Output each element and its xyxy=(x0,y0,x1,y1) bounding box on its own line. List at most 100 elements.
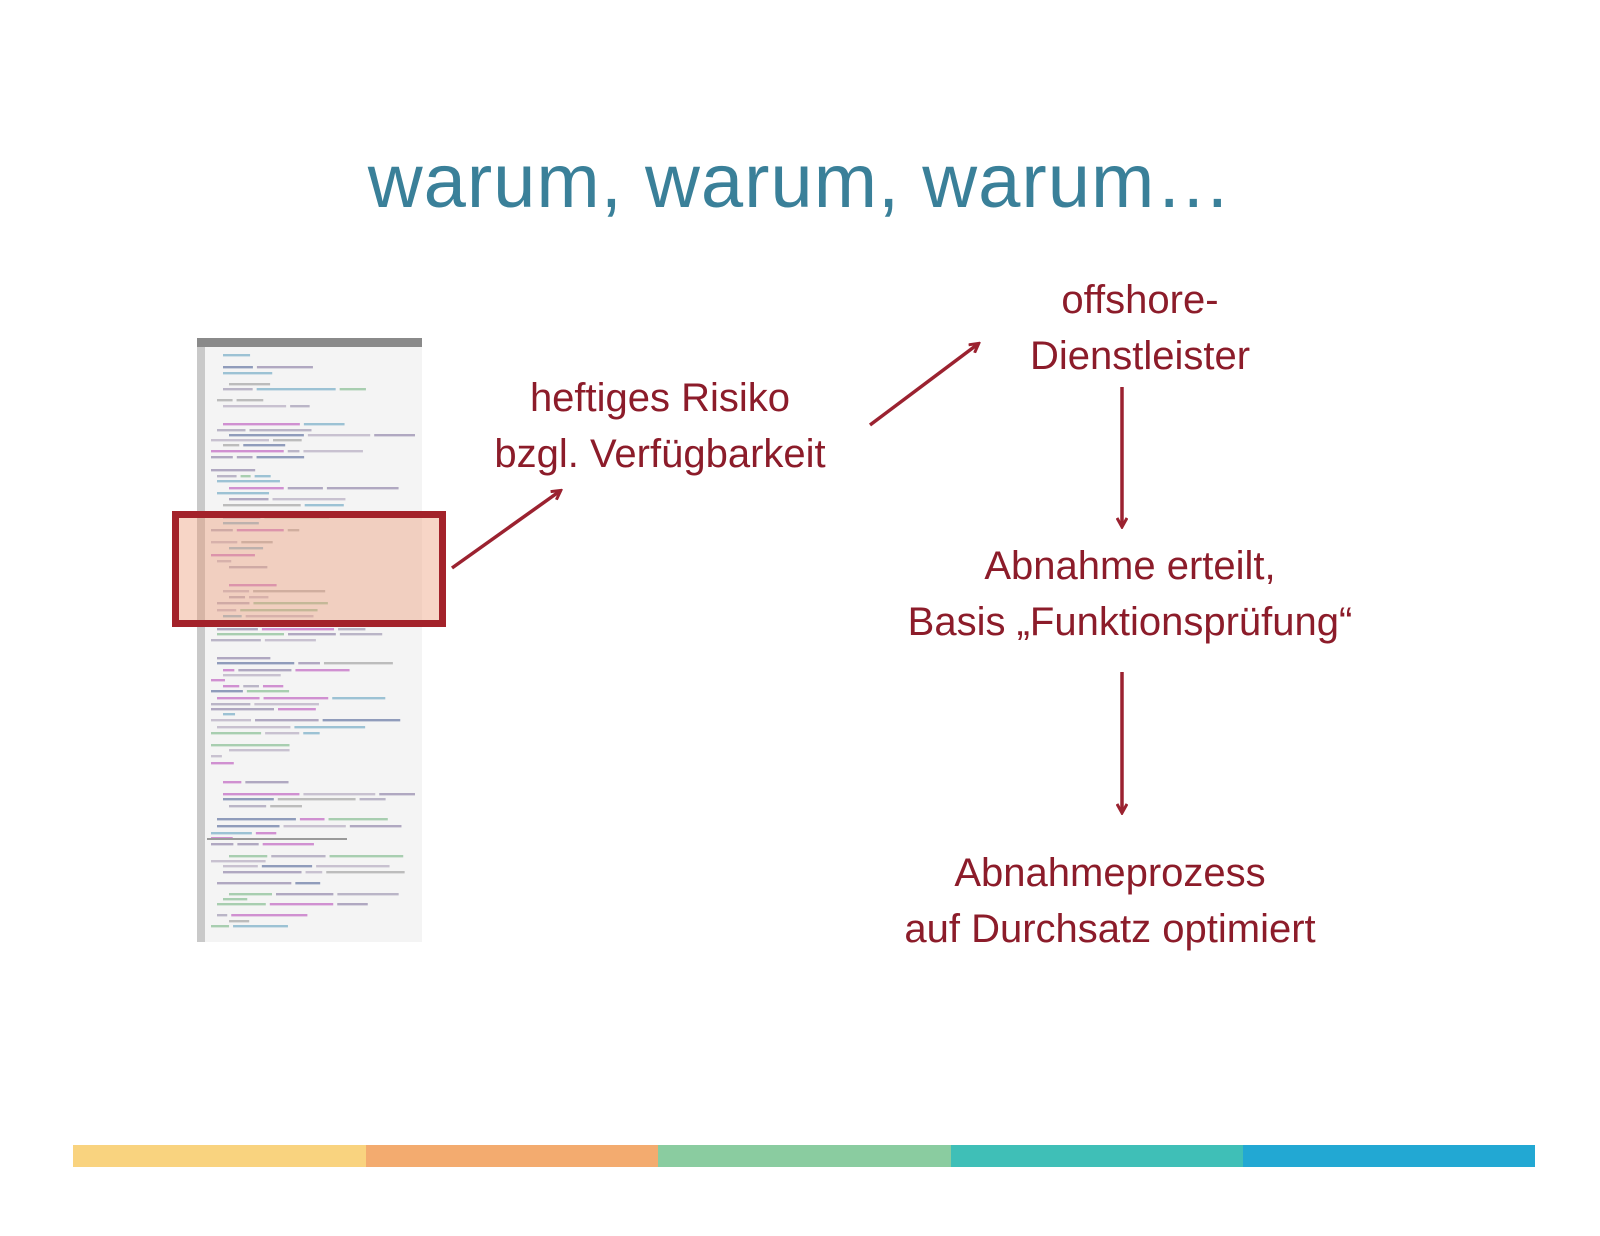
color-bar-segment-3 xyxy=(658,1145,951,1167)
code-line xyxy=(229,920,250,923)
code-line xyxy=(245,781,289,784)
code-line xyxy=(211,529,233,532)
code-line xyxy=(262,685,284,688)
code-line xyxy=(217,475,237,478)
code-line xyxy=(223,372,273,375)
acceptance-label-line-1: Abnahme erteilt, xyxy=(984,544,1276,588)
code-line xyxy=(264,639,316,642)
code-line xyxy=(240,475,251,478)
code-line xyxy=(211,755,222,758)
code-line xyxy=(295,669,350,672)
code-line xyxy=(240,609,318,612)
code-separator xyxy=(207,838,347,840)
code-line xyxy=(217,657,271,660)
code-line xyxy=(303,423,345,426)
code-line xyxy=(223,615,242,618)
code-line xyxy=(277,798,356,801)
code-line xyxy=(223,793,300,796)
code-line xyxy=(229,749,290,752)
code-line xyxy=(229,596,246,599)
offshore-label: offshore- Dienstleister xyxy=(990,272,1290,384)
code-line xyxy=(223,713,236,716)
code-line xyxy=(304,504,344,507)
code-line xyxy=(329,855,404,858)
code-line xyxy=(223,522,259,525)
acceptance-label-line-2: Basis „Funktionsprüfung“ xyxy=(907,600,1353,644)
code-line xyxy=(223,798,274,801)
code-line xyxy=(261,628,335,631)
code-line xyxy=(379,793,415,796)
code-line xyxy=(236,456,253,459)
code-line xyxy=(323,662,393,665)
code-line xyxy=(217,903,266,906)
code-line xyxy=(303,732,320,735)
code-line xyxy=(217,726,291,729)
code-line xyxy=(223,504,301,507)
code-line xyxy=(326,871,405,874)
code-line xyxy=(223,685,240,688)
code-line xyxy=(211,541,238,544)
arrow-highlight-to-risk xyxy=(450,491,560,570)
arrow-risk-to-offshore xyxy=(868,344,978,427)
code-line xyxy=(217,602,250,605)
screenshot-titlebar xyxy=(197,338,422,347)
code-line xyxy=(231,914,308,917)
code-line xyxy=(223,423,300,426)
code-line xyxy=(211,860,266,863)
code-line xyxy=(256,366,313,369)
code-line xyxy=(241,541,273,544)
code-line xyxy=(339,633,383,636)
code-line xyxy=(211,744,290,747)
code-line xyxy=(263,697,329,700)
code-line xyxy=(211,450,284,453)
code-line xyxy=(211,843,234,846)
code-line xyxy=(337,903,368,906)
code-line xyxy=(229,855,268,858)
offshore-label-line-2: Dienstleister xyxy=(1029,334,1251,378)
code-line xyxy=(211,679,225,682)
code-line xyxy=(217,429,246,432)
code-line xyxy=(262,843,314,846)
code-line xyxy=(211,639,261,642)
code-line xyxy=(337,893,399,896)
code-line xyxy=(211,469,256,472)
code-line xyxy=(223,871,302,874)
code-line xyxy=(307,434,371,437)
code-line xyxy=(217,825,280,828)
color-bar-segment-5 xyxy=(1243,1145,1535,1167)
code-line xyxy=(236,529,284,532)
code-line xyxy=(243,444,286,447)
code-line xyxy=(271,855,326,858)
code-line xyxy=(249,429,312,432)
code-line xyxy=(229,805,267,808)
code-line xyxy=(217,628,258,631)
code-line xyxy=(275,893,334,896)
code-lines xyxy=(207,354,415,928)
code-line xyxy=(229,893,272,896)
code-line xyxy=(217,399,233,402)
code-line xyxy=(217,480,280,483)
code-line xyxy=(211,703,251,706)
code-line xyxy=(374,434,415,437)
code-line xyxy=(243,685,259,688)
code-line xyxy=(233,925,288,928)
code-line xyxy=(229,547,264,550)
code-line xyxy=(303,450,363,453)
code-line xyxy=(328,818,388,821)
code-line xyxy=(223,444,240,447)
code-line xyxy=(338,628,366,631)
code-line xyxy=(270,805,302,808)
acceptance-label: Abnahme erteilt, Basis „Funktionsprüfung… xyxy=(860,538,1400,650)
code-line xyxy=(211,439,270,442)
code-line xyxy=(211,719,252,722)
code-line xyxy=(265,732,300,735)
code-line xyxy=(303,793,376,796)
code-line xyxy=(287,487,323,490)
code-line xyxy=(237,843,259,846)
code-line xyxy=(269,903,334,906)
color-bar-segment-4 xyxy=(951,1145,1243,1167)
code-line xyxy=(326,487,399,490)
code-screenshot xyxy=(197,338,422,942)
code-line xyxy=(322,719,401,722)
code-line xyxy=(298,662,320,665)
